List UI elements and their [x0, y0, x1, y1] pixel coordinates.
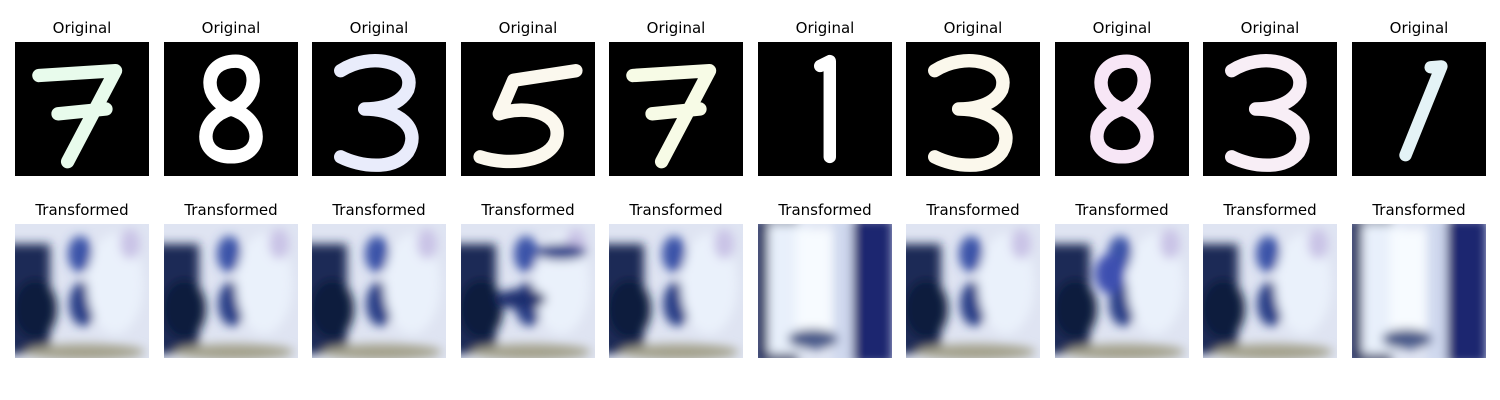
- transformed-image: [1203, 224, 1337, 358]
- transformed-title: Transformed: [926, 201, 1020, 219]
- transformed-title: Transformed: [778, 201, 872, 219]
- transformed-image: [164, 224, 298, 358]
- original-digit-image: [461, 42, 595, 176]
- transformed-title: Transformed: [481, 201, 575, 219]
- transformed-title: Transformed: [184, 201, 278, 219]
- transformed-image: [1055, 224, 1189, 358]
- transformed-image: [906, 224, 1040, 358]
- original-title: Original: [498, 19, 558, 37]
- original-title: Original: [943, 19, 1003, 37]
- transformed-title: Transformed: [1075, 201, 1169, 219]
- original-title: Original: [795, 19, 855, 37]
- original-digit-image: [609, 42, 743, 176]
- original-title: Original: [1389, 19, 1449, 37]
- original-digit-image: [312, 42, 446, 176]
- original-title: Original: [1092, 19, 1152, 37]
- transformed-image: [1352, 224, 1486, 358]
- original-title: Original: [52, 19, 112, 37]
- original-digit-image: [906, 42, 1040, 176]
- original-digit-image: [1352, 42, 1486, 176]
- transformed-image: [15, 224, 149, 358]
- original-title: Original: [349, 19, 409, 37]
- original-digit-image: [164, 42, 298, 176]
- transformed-image: [758, 224, 892, 358]
- transformed-title: Transformed: [332, 201, 426, 219]
- original-digit-image: [1055, 42, 1189, 176]
- original-title: Original: [646, 19, 706, 37]
- transformed-title: Transformed: [35, 201, 129, 219]
- original-digit-image: [1203, 42, 1337, 176]
- original-title: Original: [201, 19, 261, 37]
- original-title: Original: [1240, 19, 1300, 37]
- transformed-image: [312, 224, 446, 358]
- original-digit-image: [15, 42, 149, 176]
- transformed-title: Transformed: [629, 201, 723, 219]
- transformed-title: Transformed: [1372, 201, 1466, 219]
- transformed-title: Transformed: [1223, 201, 1317, 219]
- transformed-image: [461, 224, 595, 358]
- transformed-image: [609, 224, 743, 358]
- original-digit-image: [758, 42, 892, 176]
